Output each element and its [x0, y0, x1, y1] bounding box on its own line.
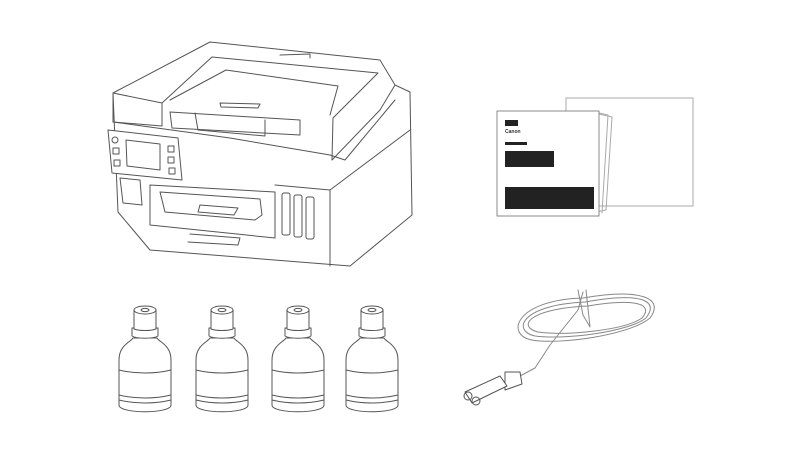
ink-bottle-icon: [195, 305, 249, 413]
ink-bottles: [118, 305, 399, 413]
ink-bottle-icon: [345, 305, 399, 413]
manual-brand-text: Canon: [505, 129, 521, 135]
printer-icon: [107, 41, 413, 267]
power-cord-icon: [463, 289, 655, 406]
ink-bottle-icon: [118, 305, 172, 413]
manual-icon: [496, 97, 694, 217]
ink-bottle-icon: [271, 305, 325, 413]
